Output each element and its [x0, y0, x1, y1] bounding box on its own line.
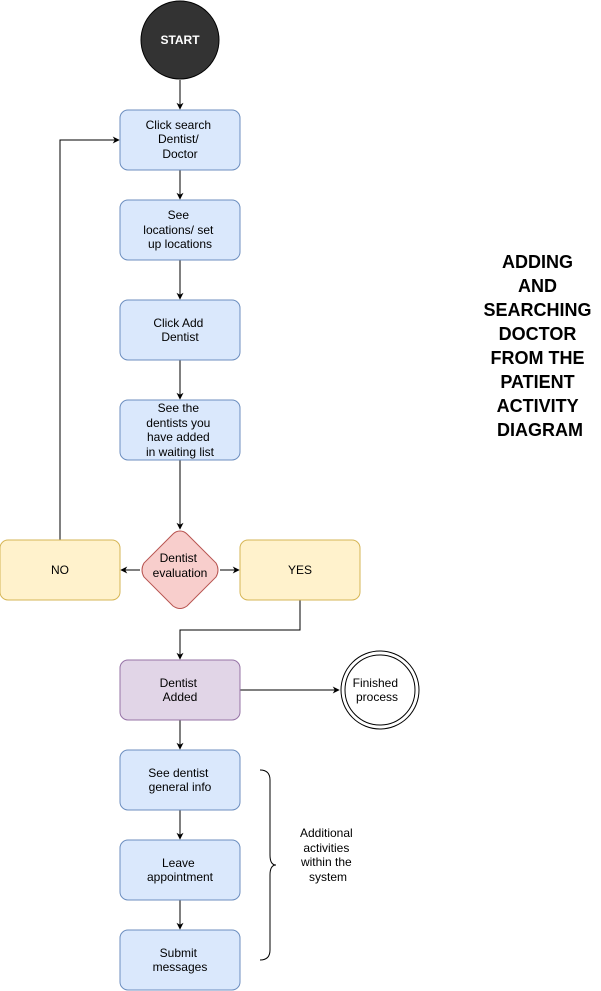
finished-line-1: Finished	[353, 676, 398, 690]
title-line-6: PATIENT	[500, 372, 574, 392]
svg-text:Finished process: Finished process	[353, 676, 402, 704]
svg-text:Dentist evaluation: Dentist evaluation	[153, 551, 208, 580]
svg-text:Click search Dentist/: Click search Dentist/ Doctor	[146, 118, 215, 161]
additional-line-2: activities	[303, 841, 349, 855]
see-locations-line-2: locations/ set	[143, 223, 214, 237]
title-line-5: FROM THE	[490, 348, 584, 368]
see-dentists-line-1: See the	[158, 401, 200, 415]
messages-line-1: Submit	[160, 946, 198, 960]
title-line-7: ACTIVITY	[497, 396, 579, 416]
additional-line-3: within the	[300, 855, 352, 869]
edge-yes-to-added	[176, 600, 301, 660]
svg-text:Submit messages: Submit messages	[153, 946, 208, 974]
general-info-line-2: general info	[149, 780, 212, 794]
title-line-1: ADDING	[502, 252, 573, 272]
evaluation-line-1: Dentist	[160, 551, 198, 565]
appointment-line-2: appointment	[147, 870, 214, 884]
step-dentist-added: Dentist Added	[119, 659, 241, 721]
see-locations-line-3: up locations	[148, 237, 212, 251]
end-node-finished: Finished process	[340, 650, 420, 730]
decision-dentist-evaluation: Dentist evaluation	[141, 530, 219, 609]
step-see-dentists: See the dentists you have added in waiti…	[119, 399, 241, 461]
step-submit-messages: Submit messages	[119, 929, 241, 991]
see-locations-line-1: See	[168, 208, 190, 222]
svg-text:Leave appointment: Leave appointment	[147, 856, 214, 884]
step-general-info: See dentist general info	[119, 749, 241, 811]
see-dentists-line-4: in waiting list	[146, 445, 215, 459]
svg-text:See the dentists you: See the dentists you have added in waiti…	[146, 401, 215, 459]
click-search-line-3: Doctor	[162, 147, 197, 161]
dentist-added-line-2: Added	[163, 690, 198, 704]
additional-line-4: system	[309, 870, 347, 884]
branch-no: NO	[0, 539, 121, 601]
click-add-line-1: Click Add	[153, 316, 203, 330]
click-search-line-1: Click search	[146, 118, 211, 132]
svg-text:See locations/ set: See locations/ set up locations	[143, 208, 216, 251]
general-info-line-1: See dentist	[148, 766, 209, 780]
title-line-2: AND	[518, 276, 557, 296]
branch-yes: YES	[239, 539, 361, 601]
additional-brace	[259, 769, 277, 961]
step-click-add: Click Add Dentist	[119, 299, 241, 361]
edge-no-loop-back	[59, 136, 120, 540]
step-click-search: Click search Dentist/ Doctor	[119, 109, 241, 171]
see-dentists-line-3: have added	[147, 430, 210, 444]
title-line-8: DIAGRAM	[497, 420, 583, 440]
step-leave-appointment: Leave appointment	[119, 839, 241, 901]
appointment-line-1: Leave	[162, 856, 195, 870]
click-search-line-2: Dentist/	[158, 132, 199, 146]
dentist-added-line-1: Dentist	[160, 676, 198, 690]
svg-text:Click Add Dentist: Click Add Dentist	[153, 316, 206, 344]
click-add-line-2: Dentist	[161, 330, 199, 344]
connectors	[59, 80, 340, 961]
messages-line-2: messages	[153, 960, 208, 974]
evaluation-line-2: evaluation	[153, 566, 208, 580]
title-line-4: DOCTOR	[499, 324, 577, 344]
additional-activities-note: Additional activities within the system	[300, 826, 356, 884]
start-node: START	[140, 0, 220, 80]
see-dentists-line-2: dentists you	[146, 416, 210, 430]
step-see-locations: See locations/ set up locations	[119, 199, 241, 261]
yes-label: YES	[288, 563, 312, 577]
additional-line-1: Additional	[300, 826, 353, 840]
start-label: START	[160, 33, 200, 47]
svg-text:See dentist general info: See dentist general info	[148, 766, 211, 794]
svg-text:Dentist Added: Dentist Added	[160, 676, 201, 704]
finished-line-2: process	[356, 690, 398, 704]
no-label: NO	[51, 563, 69, 577]
title-line-3: SEARCHING	[483, 300, 591, 320]
diagram-title: ADDING AND SEARCHING DOCTOR FROM THE PAT…	[483, 252, 596, 440]
